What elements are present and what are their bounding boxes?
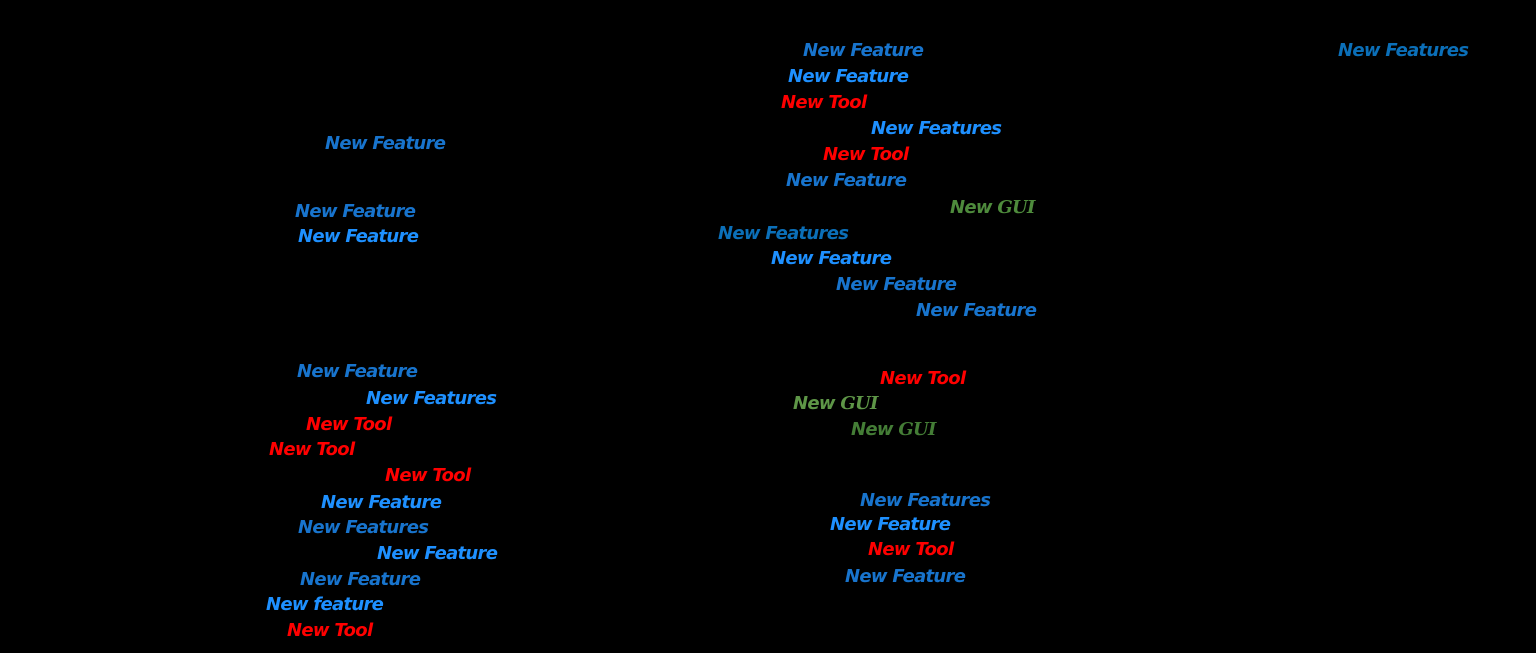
new-feature-label: New Feature: [298, 226, 419, 247]
label-sans-part: New: [793, 393, 841, 414]
label-serif-part: GUI: [840, 393, 878, 414]
new-features-label: New Features: [1338, 40, 1469, 61]
new-feature-label: New Feature: [916, 300, 1037, 321]
new-feature-label: New Feature: [830, 514, 951, 535]
new-feature-label: New Feature: [295, 201, 416, 222]
new-feature-label: New Feature: [300, 569, 421, 590]
new-gui-label: New GUI: [950, 197, 1035, 219]
new-features-label: New Features: [871, 118, 1002, 139]
new-feature-label: New Feature: [845, 566, 966, 587]
new-tool-label: New Tool: [385, 465, 471, 486]
new-feature-label: New Feature: [788, 66, 909, 87]
new-feature-label: New feature: [266, 594, 384, 615]
new-features-label: New Features: [860, 490, 991, 511]
new-tool-label: New Tool: [269, 439, 355, 460]
new-features-label: New Features: [366, 388, 497, 409]
new-gui-label: New GUI: [851, 419, 936, 441]
label-serif-part: GUI: [898, 419, 936, 440]
new-feature-label: New Feature: [786, 170, 907, 191]
new-tool-label: New Tool: [868, 539, 954, 560]
label-sans-part: New: [950, 197, 998, 218]
new-feature-label: New Feature: [771, 248, 892, 269]
label-sans-part: New: [851, 419, 899, 440]
new-tool-label: New Tool: [880, 368, 966, 389]
new-features-label: New Features: [718, 223, 849, 244]
new-features-label: New Features: [298, 517, 429, 538]
new-tool-label: New Tool: [287, 620, 373, 641]
label-serif-part: GUI: [997, 197, 1035, 218]
new-feature-label: New Feature: [377, 543, 498, 564]
new-feature-label: New Feature: [836, 274, 957, 295]
new-tool-label: New Tool: [823, 144, 909, 165]
new-tool-label: New Tool: [306, 414, 392, 435]
new-gui-label: New GUI: [793, 393, 878, 415]
new-feature-label: New Feature: [321, 492, 442, 513]
new-tool-label: New Tool: [781, 92, 867, 113]
new-feature-label: New Feature: [297, 361, 418, 382]
new-feature-label: New Feature: [325, 133, 446, 154]
new-feature-label: New Feature: [803, 40, 924, 61]
